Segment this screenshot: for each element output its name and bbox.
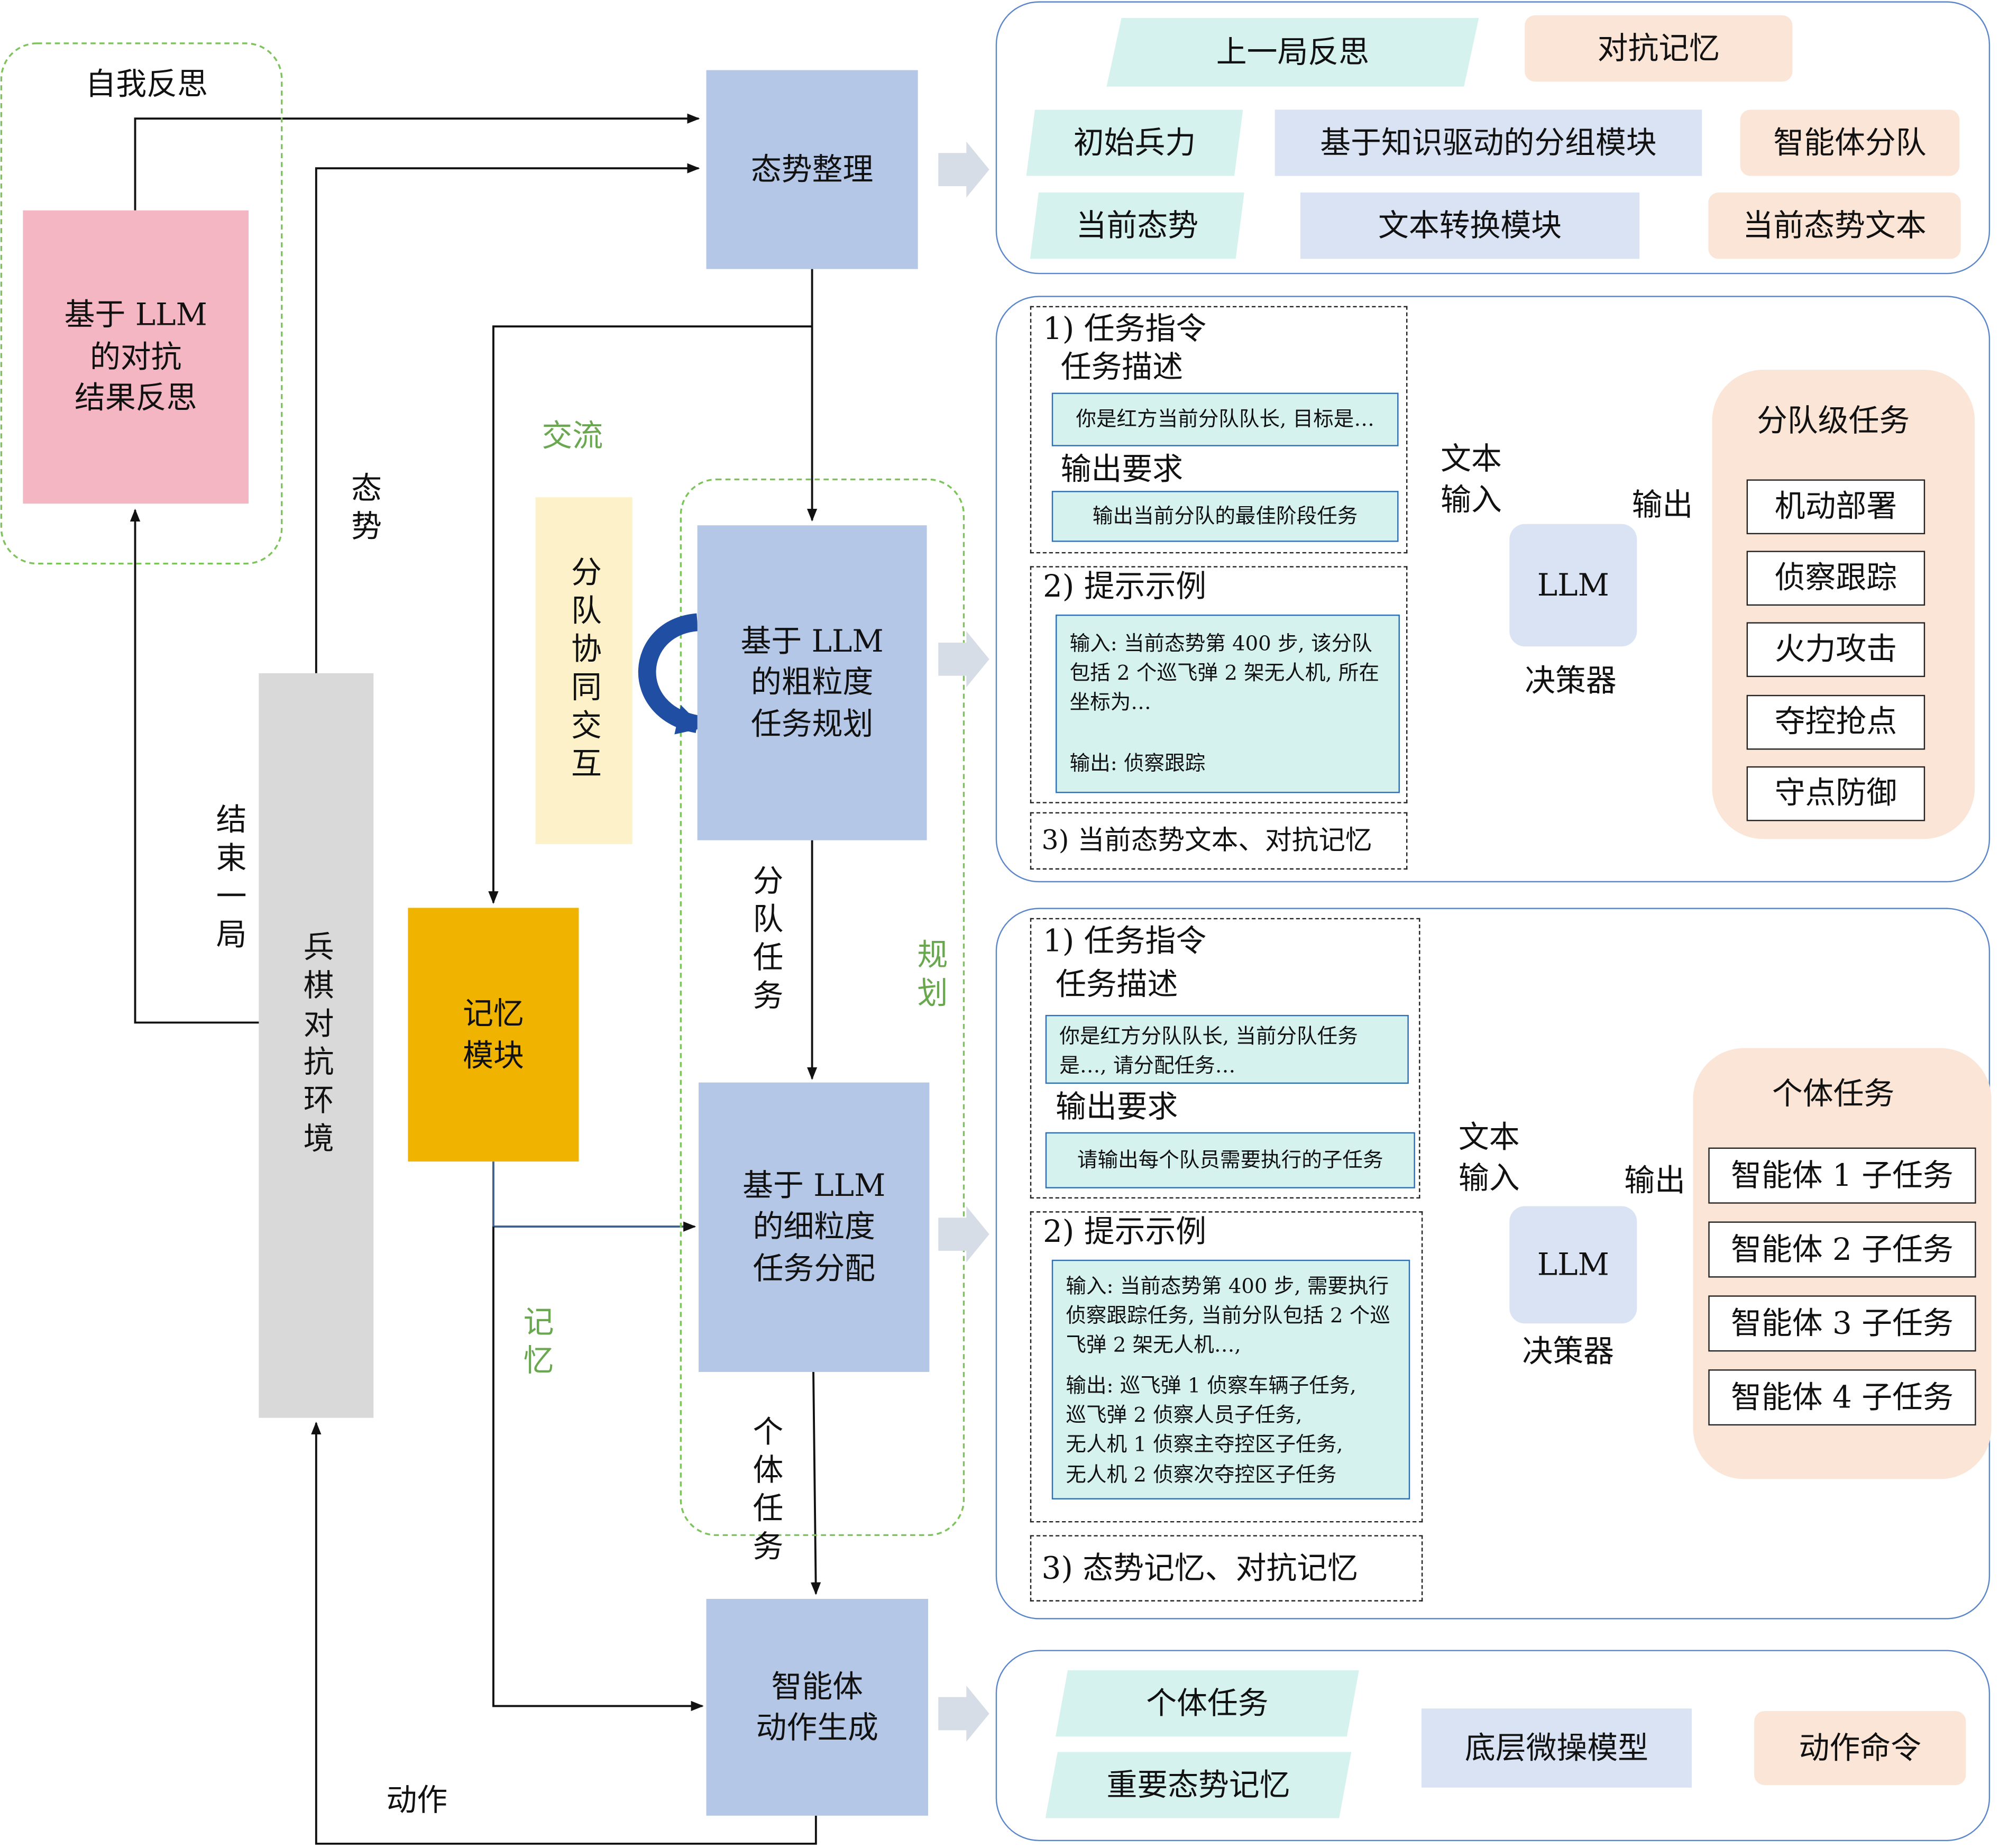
squad-task-results-title: 分队级任务	[1756, 402, 1910, 439]
text-input-label-2: 文本 输入	[1459, 1117, 1520, 1200]
squad-task-label: 分队任务	[747, 864, 783, 1018]
agent-action-box[interactable]: 智能体 动作生成	[706, 1599, 928, 1816]
wargame-environment-box[interactable]: 兵棋对抗环境	[259, 673, 374, 1418]
task-instruction-title: 1) 任务指令	[1042, 311, 1207, 347]
example-output: 输出: 侦察跟踪	[1069, 751, 1206, 775]
coarse-line-2: 的粗粒度	[750, 664, 874, 701]
coop-text: 分队协同交互	[565, 556, 601, 785]
fine-line-3: 任务分配	[753, 1250, 875, 1286]
current-text-label-2: 3) 态势记忆、对抗记忆	[1041, 1550, 1359, 1586]
env-text: 兵棋对抗环境	[297, 930, 334, 1160]
action-command-box[interactable]: 动作命令	[1754, 1711, 1966, 1785]
decider-label: 决策器	[1525, 663, 1617, 699]
llm-box-2[interactable]: LLM	[1509, 1206, 1637, 1324]
memory-module-box[interactable]: 记忆 模块	[408, 908, 579, 1162]
communication-label: 交流	[542, 418, 603, 454]
initial-force-box[interactable]: 初始兵力	[1026, 109, 1243, 176]
self-reflection-label: 自我反思	[85, 66, 208, 102]
agent-squad-box[interactable]: 智能体分队	[1740, 109, 1960, 176]
output-req-text: 输出当前分队的最佳阶段任务	[1051, 491, 1399, 542]
last-reflection-box[interactable]: 上一局反思	[1106, 17, 1479, 87]
text-input-2-line-2: 输入	[1458, 1160, 1520, 1197]
action-line-1: 智能体	[771, 1668, 864, 1705]
individual-task-label: 个体任务	[747, 1415, 783, 1569]
prompt-example-title: 2) 提示示例	[1042, 569, 1207, 605]
result-agent-3[interactable]: 智能体 3 子任务	[1708, 1295, 1976, 1352]
coarse-planning-box[interactable]: 基于 LLM 的粗粒度 任务规划	[697, 525, 927, 840]
task-desc-title-2: 任务描述	[1056, 966, 1178, 1002]
prompt-example-text: 输入: 当前态势第 400 步, 该分队包括 2 个巡飞弹 2 架无人机, 所在…	[1056, 614, 1400, 793]
situation-sort-box[interactable]: 态势整理	[706, 70, 918, 269]
result-seize-point[interactable]: 夺控抢点	[1746, 694, 1925, 750]
current-text-section: 3) 当前态势文本、对抗记忆	[1030, 812, 1408, 870]
action-label: 动作	[386, 1782, 448, 1818]
memory-line-1: 记忆	[463, 996, 524, 1032]
output-req-title: 输出要求	[1060, 451, 1184, 487]
text-input-2-line-1: 文本	[1458, 1119, 1520, 1156]
prompt-example-text-2: 输入: 当前态势第 400 步, 需要执行侦察跟踪任务, 当前分队包括 2 个巡…	[1051, 1259, 1410, 1499]
grouping-module-box[interactable]: 基于知识驱动的分组模块	[1274, 109, 1702, 176]
task-instruction-title-2: 1) 任务指令	[1042, 923, 1207, 959]
reflect-line-1: 基于 LLM	[64, 297, 207, 334]
individual-task-results-title: 个体任务	[1772, 1076, 1895, 1112]
example-input-2: 输入: 当前态势第 400 步, 需要执行侦察跟踪任务, 当前分队包括 2 个巡…	[1066, 1274, 1390, 1357]
task-desc-text-2: 你是红方分队队长, 当前分队任务是…, 请分配任务…	[1045, 1014, 1409, 1084]
current-text-label: 3) 当前态势文本、对抗记忆	[1041, 825, 1372, 856]
task-desc-title: 任务描述	[1060, 349, 1184, 386]
fine-line-2: 的细粒度	[753, 1209, 875, 1245]
result-recon-track[interactable]: 侦察跟踪	[1746, 551, 1925, 606]
reflect-line-2: 的对抗	[89, 339, 182, 375]
important-memory-box[interactable]: 重要态势记忆	[1045, 1752, 1352, 1818]
current-situation-box[interactable]: 当前态势	[1030, 193, 1244, 259]
situation-label: 态势	[345, 471, 381, 548]
text-input-label: 文本 输入	[1441, 438, 1502, 521]
micro-model-box[interactable]: 底层微操模型	[1421, 1708, 1692, 1788]
memory-label: 记忆	[517, 1305, 554, 1383]
reflect-line-3: 结果反思	[75, 380, 197, 416]
text-input-line-2: 输入	[1441, 482, 1502, 518]
example-input: 输入: 当前态势第 400 步, 该分队包括 2 个巡飞弹 2 架无人机, 所在…	[1069, 631, 1380, 715]
current-text-section-2: 3) 态势记忆、对抗记忆	[1030, 1535, 1423, 1602]
individual-task-box[interactable]: 个体任务	[1056, 1670, 1359, 1737]
text-conversion-box[interactable]: 文本转换模块	[1300, 193, 1640, 259]
decider-label-2: 决策器	[1522, 1333, 1614, 1370]
result-maneuver[interactable]: 机动部署	[1746, 479, 1925, 535]
llm-reflection-box[interactable]: 基于 LLM 的对抗 结果反思	[23, 210, 249, 504]
planning-label: 规划	[911, 938, 948, 1015]
result-agent-2[interactable]: 智能体 2 子任务	[1708, 1221, 1976, 1278]
prompt-example-title-2: 2) 提示示例	[1042, 1213, 1207, 1250]
output-req-title-2: 输出要求	[1056, 1088, 1178, 1125]
result-agent-4[interactable]: 智能体 4 子任务	[1708, 1369, 1976, 1426]
coarse-line-1: 基于 LLM	[740, 623, 884, 660]
result-agent-1[interactable]: 智能体 1 子任务	[1708, 1147, 1976, 1204]
squad-cooperation-box[interactable]: 分队协同交互	[535, 497, 632, 844]
memory-line-2: 模块	[463, 1037, 524, 1073]
example-output-2-line-4: 无人机 2 侦察次夺控区子任务	[1066, 1462, 1337, 1486]
example-output-2-line-1: 输出: 巡飞弹 1 侦察车辆子任务,	[1066, 1373, 1356, 1398]
fine-line-1: 基于 LLM	[742, 1167, 886, 1204]
fine-allocation-box[interactable]: 基于 LLM 的细粒度 任务分配	[699, 1082, 930, 1372]
output-label-2: 输出	[1624, 1163, 1685, 1199]
example-output-2-line-3: 无人机 1 侦察主夺控区子任务,	[1066, 1432, 1343, 1457]
end-round-label: 结束一局	[210, 803, 246, 957]
example-output-2-line-2: 巡飞弹 2 侦察人员子任务,	[1066, 1403, 1303, 1428]
adversarial-memory-box[interactable]: 对抗记忆	[1525, 15, 1793, 82]
output-req-text-2: 请输出每个队员需要执行的子任务	[1045, 1132, 1415, 1188]
result-defend-point[interactable]: 守点防御	[1746, 766, 1925, 821]
task-desc-text: 你是红方当前分队队长, 目标是…	[1051, 392, 1399, 446]
coarse-line-3: 任务规划	[750, 706, 874, 742]
result-fire-attack[interactable]: 火力攻击	[1746, 622, 1925, 678]
current-situation-text-box[interactable]: 当前态势文本	[1708, 193, 1961, 259]
output-label: 输出	[1631, 487, 1693, 523]
llm-box[interactable]: LLM	[1509, 524, 1637, 647]
action-line-2: 动作生成	[756, 1709, 878, 1746]
text-input-line-1: 文本	[1441, 441, 1502, 477]
